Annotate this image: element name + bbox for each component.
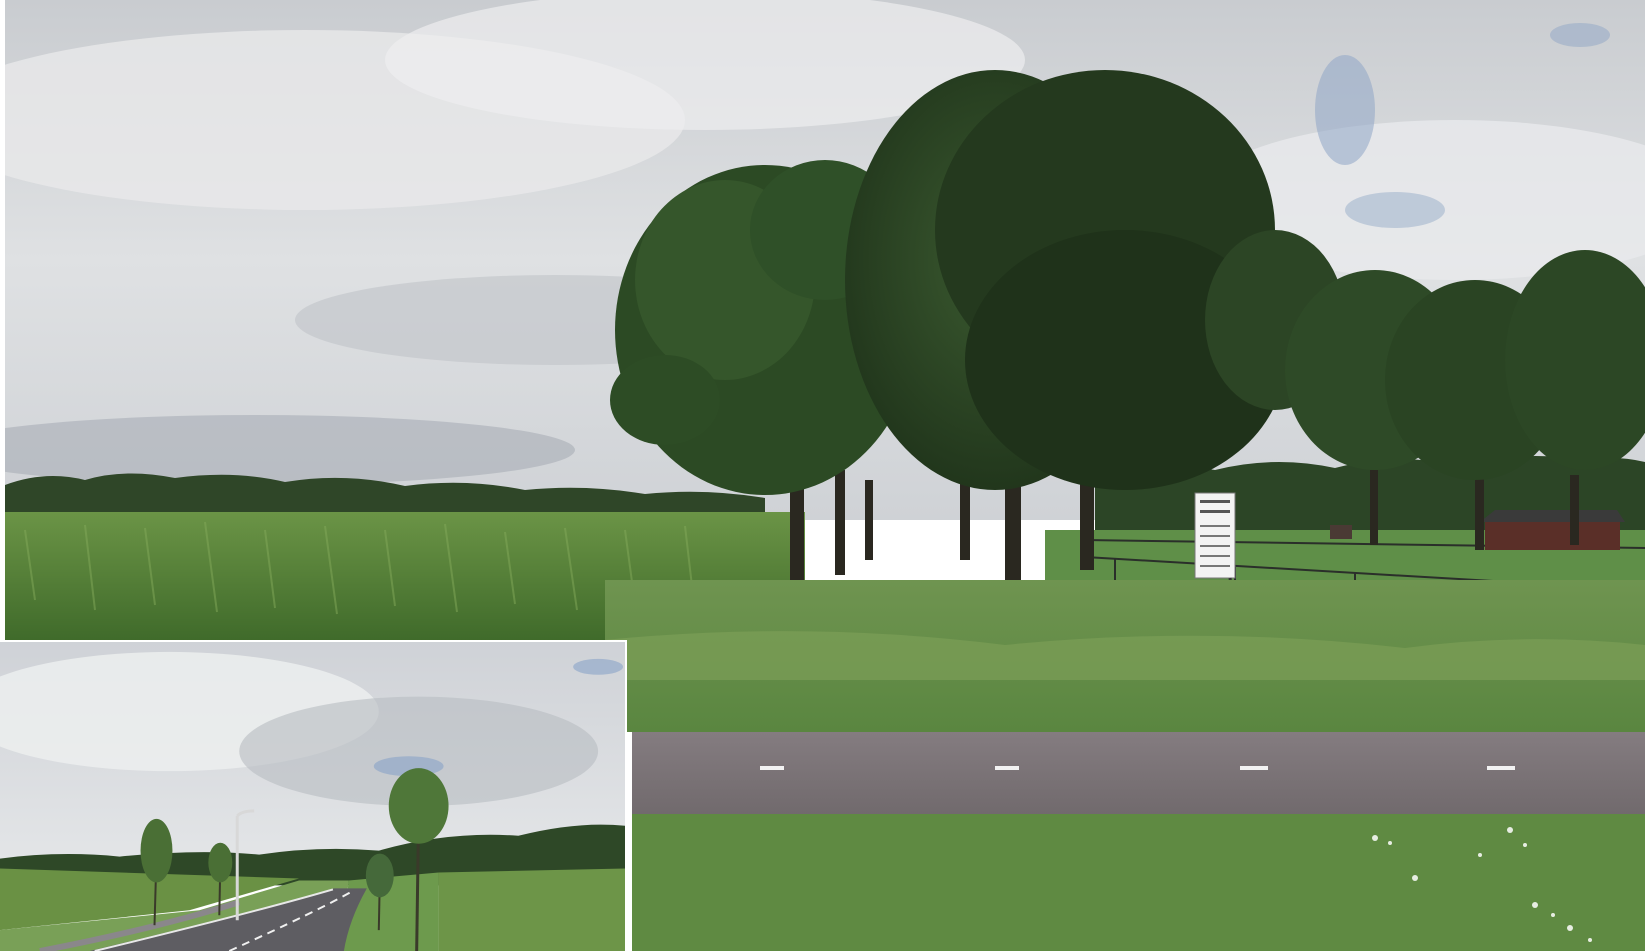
inset-road-edge bbox=[94, 888, 334, 951]
inset-road-centerline bbox=[228, 889, 355, 951]
blue-sky-patch bbox=[1315, 55, 1375, 165]
foreground-grass bbox=[632, 814, 1645, 951]
lane-markings bbox=[760, 766, 1515, 770]
inset-street-lamp bbox=[235, 809, 255, 921]
distant-treeline bbox=[5, 473, 765, 520]
inset-photo bbox=[0, 640, 627, 951]
inset-photo-canvas bbox=[0, 642, 625, 951]
wildflowers bbox=[1372, 827, 1592, 942]
cloud bbox=[1195, 120, 1645, 280]
blue-sky-patch bbox=[1345, 192, 1445, 228]
inset-cornfield-left bbox=[0, 868, 300, 931]
corn-texture bbox=[24, 521, 696, 615]
main-photo bbox=[5, 0, 1645, 951]
inset-cloud bbox=[239, 696, 599, 806]
bike-path bbox=[632, 732, 1645, 814]
blue-sky-patch bbox=[1550, 23, 1610, 47]
tree-canopies bbox=[610, 70, 1645, 495]
tree-trunks bbox=[790, 440, 1579, 585]
inset-bike-path bbox=[39, 899, 241, 951]
main-photo-canvas bbox=[5, 0, 1645, 951]
inset-young-trees bbox=[140, 768, 449, 951]
farm-building bbox=[1485, 520, 1620, 550]
cloud bbox=[385, 0, 1025, 130]
inset-blue-patch bbox=[573, 658, 624, 675]
verge-tall-grass bbox=[605, 631, 1645, 680]
cloud bbox=[5, 415, 575, 485]
farm-shed bbox=[1330, 525, 1352, 539]
farm-roof bbox=[1480, 510, 1625, 522]
inset-cornfield-right bbox=[438, 868, 625, 951]
roadside-sign bbox=[1194, 492, 1239, 626]
